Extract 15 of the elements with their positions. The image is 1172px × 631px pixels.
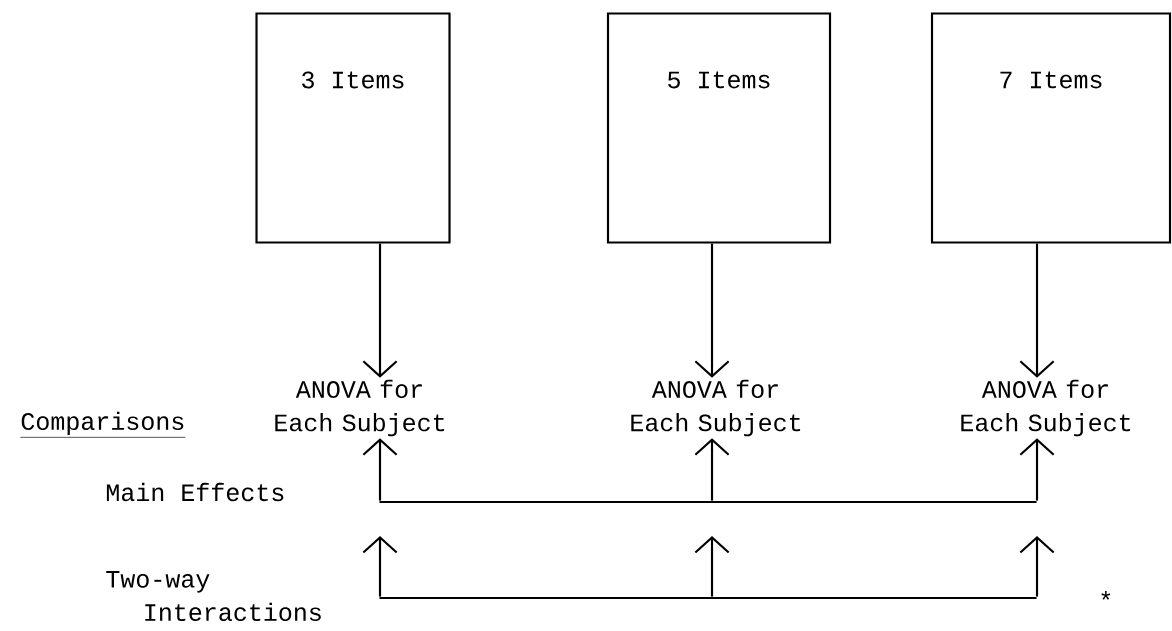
analysis-label: ANOVA for Each Subject [275, 379, 445, 437]
arrow [694, 243, 730, 378]
analysis-label: ANOVA for Each Subject [961, 379, 1131, 437]
process-box: 5 Items [606, 12, 832, 244]
connector-bar [379, 500, 1037, 504]
heading: Comparisons [20, 411, 186, 438]
footnote-mark: * [1101, 590, 1111, 600]
row-label: Two-way Interactions [106, 571, 321, 621]
arrow [362, 243, 398, 378]
process-box: 3 Items [255, 12, 451, 244]
process-box: 7 Items [930, 12, 1172, 244]
analysis-label: ANOVA for Each Subject [631, 379, 801, 437]
connector-bar [379, 596, 1037, 600]
row-label: Main Effects [106, 482, 284, 502]
arrow [1019, 243, 1055, 378]
